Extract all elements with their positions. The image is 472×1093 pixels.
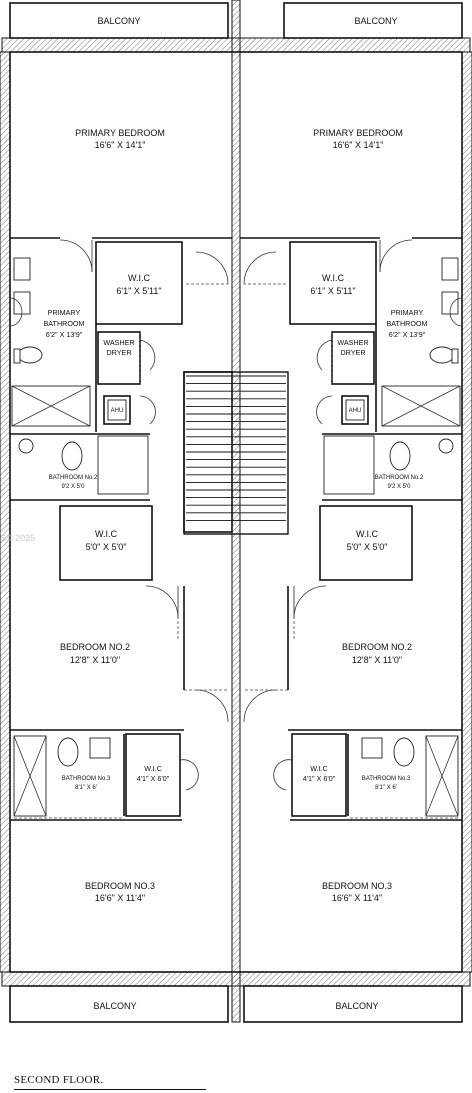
unit-left [9, 237, 233, 821]
bathroom3-name: BATHROOM No.3 [62, 776, 111, 782]
ahu-label: AHU [111, 408, 124, 414]
balcony-bottom-label: BALCONY [335, 1001, 378, 1011]
floor-label: SECOND FLOOR. [14, 1074, 104, 1086]
wic2-dims: 5'0" X 5'0" [86, 542, 127, 552]
floor-plan: BALCONY PRIMARY BEDROOM 16'6" X 14'1" W.… [0, 0, 472, 1023]
bedroom2-name: BEDROOM NO.2 [342, 642, 412, 652]
bathroom3-name: BATHROOM No.3 [362, 776, 411, 782]
wic2-dims: 5'0" X 5'0" [347, 542, 388, 552]
wic3-name: W.I.C [310, 764, 328, 773]
wic3-name: W.I.C [144, 764, 162, 773]
wic-primary-name: W.I.C [322, 273, 344, 283]
primary-bedroom-dims: 16'6" X 14'1" [333, 140, 384, 150]
wic-primary-name: W.I.C [128, 273, 150, 283]
bedroom2-dims: 12'8" X 11'0" [352, 655, 402, 665]
balcony-top-label: BALCONY [97, 16, 140, 26]
wic3-dims: 4'1" X 6'0" [137, 774, 170, 783]
bedroom3-dims: 16'6" X 11'4" [95, 893, 145, 903]
bathroom3-dims: 8'1" X 6' [375, 785, 397, 791]
labels-right: BALCONY PRIMARY BEDROOM 16'6" X 14'1" W.… [303, 16, 428, 1011]
wic-primary-dims: 6'1" X 5'11" [310, 286, 355, 296]
washer-label: WASHER [103, 338, 134, 347]
bathroom3-dims: 8'1" X 6' [75, 785, 97, 791]
bedroom3-name: BEDROOM NO.3 [322, 881, 392, 891]
ahu-label: AHU [349, 408, 362, 414]
primary-bedroom-dims: 16'6" X 14'1" [95, 140, 146, 150]
outer-walls [0, 0, 472, 1023]
balcony-top-label: BALCONY [354, 16, 397, 26]
wic-primary-dims: 6'1" X 5'11" [116, 286, 161, 296]
primary-bedroom-name: PRIMARY BEDROOM [313, 128, 403, 138]
washer-label: WASHER [337, 338, 368, 347]
primary-bath-dims: 6'2" X 13'9" [389, 330, 426, 339]
stair-treads [183, 371, 289, 535]
bathroom2-dims: 9'2 X 5'0 [388, 484, 412, 490]
primary-bath-dims: 6'2" X 13'9" [46, 330, 83, 339]
bathroom2-dims: 9'2 X 5'0 [62, 484, 86, 490]
stair-outline [183, 371, 289, 535]
bedroom3-name: BEDROOM NO.3 [85, 881, 155, 891]
floor-label-underline [14, 1089, 206, 1090]
wic2-name: W.I.C [356, 529, 378, 539]
primary-bedroom-name: PRIMARY BEDROOM [75, 128, 165, 138]
primary-bath-name2: BATHROOM [44, 319, 85, 328]
bathroom2-name: BATHROOM No.2 [49, 475, 98, 481]
balcony-bottom-label: BALCONY [93, 1001, 136, 1011]
unit-right [240, 237, 463, 821]
dryer-label: DRYER [340, 348, 365, 357]
wic2-name: W.I.C [95, 529, 117, 539]
bedroom3-dims: 16'6" X 11'4" [332, 893, 382, 903]
bathroom2-name: BATHROOM No.2 [375, 475, 424, 481]
primary-bath-name1: PRIMARY [48, 308, 81, 317]
dryer-label: DRYER [106, 348, 131, 357]
bedroom2-name: BEDROOM NO.2 [60, 642, 130, 652]
primary-bath-name1: PRIMARY [391, 308, 424, 317]
labels-left: BALCONY PRIMARY BEDROOM 16'6" X 14'1" W.… [44, 16, 170, 1011]
watermark: S© 2025 [0, 533, 36, 543]
wic3-dims: 4'1" X 6'0" [303, 774, 336, 783]
bedroom2-dims: 12'8" X 11'0" [70, 655, 120, 665]
primary-bath-name2: BATHROOM [387, 319, 428, 328]
